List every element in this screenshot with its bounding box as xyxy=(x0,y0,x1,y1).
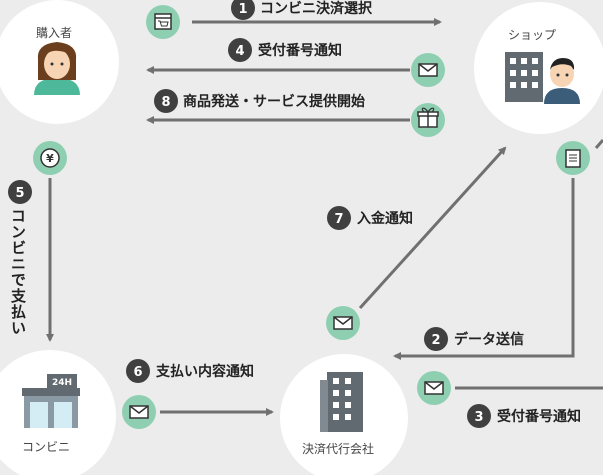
step-badge: 5 xyxy=(8,180,32,204)
step-3-label: 受付番号通知 xyxy=(497,409,581,425)
step-badge: 3 xyxy=(467,404,491,428)
step-badge: 4 xyxy=(228,38,252,62)
svg-text:2: 2 xyxy=(431,333,440,348)
step-2-label: データ送信 xyxy=(454,332,524,348)
step-8-label: 商品発送・サービス提供開始 xyxy=(183,94,365,110)
svg-text:5: 5 xyxy=(15,186,24,201)
convenience-store-icon: 24H xyxy=(22,374,80,428)
step-badge: 1 xyxy=(231,0,255,20)
svg-text:1: 1 xyxy=(238,2,247,17)
step-badge: 6 xyxy=(126,359,150,383)
arrow-step-2 xyxy=(393,178,575,360)
step-6-label: 支払い内容通知 xyxy=(156,364,254,380)
svg-text:8: 8 xyxy=(161,95,170,110)
buyer-person-icon xyxy=(34,42,80,95)
buyer-label: 購入者 xyxy=(36,26,73,40)
svg-text:3: 3 xyxy=(474,410,483,425)
svg-text:4: 4 xyxy=(235,44,244,59)
svg-text:6: 6 xyxy=(133,365,142,380)
step-badge: 7 xyxy=(327,206,351,230)
arrow-step-7 xyxy=(358,146,507,310)
step-1-label: コンビニ決済選択 xyxy=(260,1,372,17)
document-icon xyxy=(556,141,590,175)
store-label: コンビニ xyxy=(22,440,71,454)
yen-icon: ¥ xyxy=(33,141,67,175)
step-badge: 2 xyxy=(424,327,448,351)
processor-building-icon xyxy=(320,372,363,432)
shop-label: ショップ xyxy=(508,28,557,42)
step-4-label: 受付番号通知 xyxy=(258,43,342,59)
svg-text:7: 7 xyxy=(334,212,343,227)
svg-text:¥: ¥ xyxy=(46,152,54,165)
step-5-label: コンビニで支払い xyxy=(9,208,27,336)
gift-icon xyxy=(411,103,445,137)
mail-icon xyxy=(417,371,451,405)
web-cart-icon xyxy=(146,5,180,39)
shop-building-icon xyxy=(505,52,543,102)
step-7-label: 入金通知 xyxy=(357,211,413,227)
svg-text:24H: 24H xyxy=(52,378,72,388)
mail-icon xyxy=(411,53,445,87)
mail-icon xyxy=(326,306,360,340)
mail-icon xyxy=(122,395,156,429)
arrow-shop-edge xyxy=(594,139,603,149)
processor-label: 決済代行会社 xyxy=(302,442,375,456)
shop-person-icon xyxy=(544,58,580,104)
step-badge: 8 xyxy=(154,89,178,113)
